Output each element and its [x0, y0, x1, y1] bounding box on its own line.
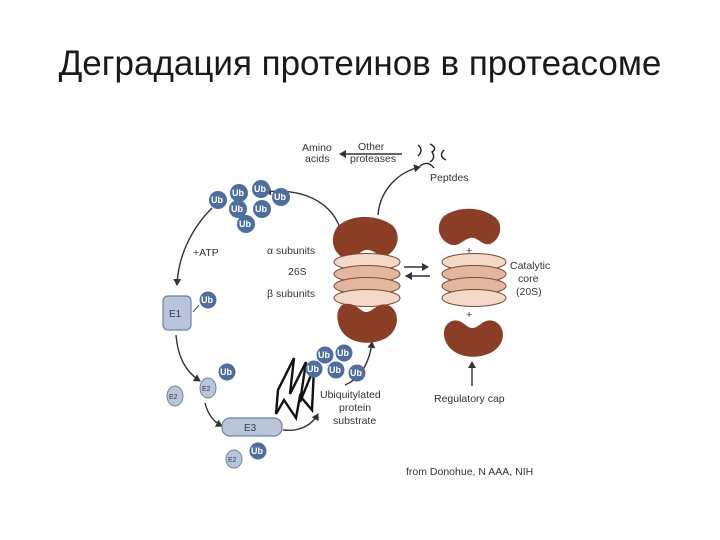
arrow-substrate-to-proteasome: [344, 341, 376, 386]
label-regulatory-cap: Regulatory cap: [434, 393, 505, 405]
label-catalytic: Catalytic: [510, 260, 550, 272]
ubiquitin-icon: Ub: [199, 291, 217, 309]
arrow-e1-to-e2: [175, 334, 201, 382]
label-20s: (20S): [516, 286, 542, 298]
svg-text:Ub: Ub: [255, 204, 267, 214]
plus-sign-upper: +: [466, 245, 472, 257]
svg-text:Ub: Ub: [231, 204, 243, 214]
ubiquitin-icon: Ub: [237, 215, 255, 233]
regulatory-cap-upper: [438, 208, 501, 246]
label-beta-subunits: β subunits: [267, 288, 315, 300]
ubiquitin-icon: Ub: [316, 346, 334, 364]
svg-text:Ub: Ub: [318, 350, 330, 360]
label-26s: 26S: [288, 266, 307, 278]
label-protein: protein: [339, 402, 371, 414]
ubiquitin-icon: Ub: [272, 188, 290, 206]
source-credit: from Donohue, N AAA, NIH: [406, 466, 534, 478]
label-other: Other: [358, 141, 385, 153]
proteasome-26s: [332, 216, 401, 343]
ubiquitin-icon: Ub: [348, 364, 366, 382]
regulatory-cap-bottom: [337, 303, 397, 343]
svg-text:E1: E1: [169, 309, 182, 320]
svg-text:Ub: Ub: [211, 195, 223, 205]
label-proteases: proteases: [350, 153, 396, 165]
svg-text:Ub: Ub: [251, 446, 263, 456]
arrow-proteasome-to-peptides: [377, 164, 421, 216]
svg-text:Ub: Ub: [254, 184, 266, 194]
ubiquitin-icon: Ub: [252, 180, 270, 198]
ubiquitin-icon: Ub: [305, 360, 323, 378]
e1-enzyme: E1 Ub: [162, 291, 217, 331]
ubiquitin-icon: Ub: [209, 191, 227, 209]
ubiquitin-icon: Ub: [249, 442, 267, 460]
cycle-arrows: [173, 150, 476, 432]
label-acids: acids: [305, 153, 330, 165]
svg-text:Ub: Ub: [220, 367, 232, 377]
svg-text:Ub: Ub: [232, 188, 244, 198]
svg-text:Ub: Ub: [201, 295, 213, 305]
svg-text:E2: E2: [228, 457, 237, 464]
substrate-chain: [274, 357, 316, 422]
e3-enzyme: E3 E2 Ub: [221, 417, 283, 469]
label-peptides: Peptdes: [430, 172, 469, 184]
ubiquitin-icon: Ub: [335, 344, 353, 362]
e2-enzyme-pair: E2 E2 Ub: [166, 363, 236, 407]
svg-text:Ub: Ub: [307, 364, 319, 374]
ubiquitin-cluster-released: Ub Ub Ub Ub Ub Ub Ub: [209, 180, 290, 233]
peptide-fragments: [417, 143, 447, 169]
arrow-ub-to-e1: [173, 207, 213, 286]
svg-text:Ub: Ub: [350, 368, 362, 378]
svg-text:E3: E3: [244, 423, 257, 434]
svg-text:Ub: Ub: [274, 192, 286, 202]
svg-text:E2: E2: [202, 386, 211, 393]
ubiquitin-icon: Ub: [218, 363, 236, 381]
svg-text:Ub: Ub: [329, 365, 341, 375]
svg-text:E2: E2: [169, 394, 178, 401]
core-ring: [441, 289, 507, 307]
label-substrate: substrate: [333, 415, 376, 427]
label-core: core: [518, 273, 539, 285]
label-atp: +ATP: [193, 247, 219, 259]
ubiquitylated-substrate: Ub Ub Ub Ub Ub Ubiquitylated protein sub…: [274, 344, 381, 427]
plus-sign-lower: +: [466, 309, 472, 321]
ubiquitin-icon: Ub: [230, 184, 248, 202]
dissociated-proteasome: + +: [438, 208, 507, 357]
label-alpha-subunits: α subunits: [267, 245, 315, 257]
label-amino: Amino: [302, 142, 332, 154]
regulatory-cap-top: [332, 216, 398, 259]
arrow-e3-to-substrate: [282, 413, 319, 432]
ubiquitin-icon: Ub: [327, 361, 345, 379]
label-ubiquitylated: Ubiquitylated: [320, 389, 381, 401]
ubiquitin-icon: Ub: [229, 200, 247, 218]
regulatory-cap-lower: [443, 320, 503, 357]
svg-text:Ub: Ub: [239, 219, 251, 229]
slide-title: Деградация протеинов в протеасоме: [58, 44, 662, 83]
svg-text:Ub: Ub: [337, 348, 349, 358]
ubiquitin-icon: Ub: [253, 200, 271, 218]
arrow-e2-to-e3: [204, 402, 223, 427]
